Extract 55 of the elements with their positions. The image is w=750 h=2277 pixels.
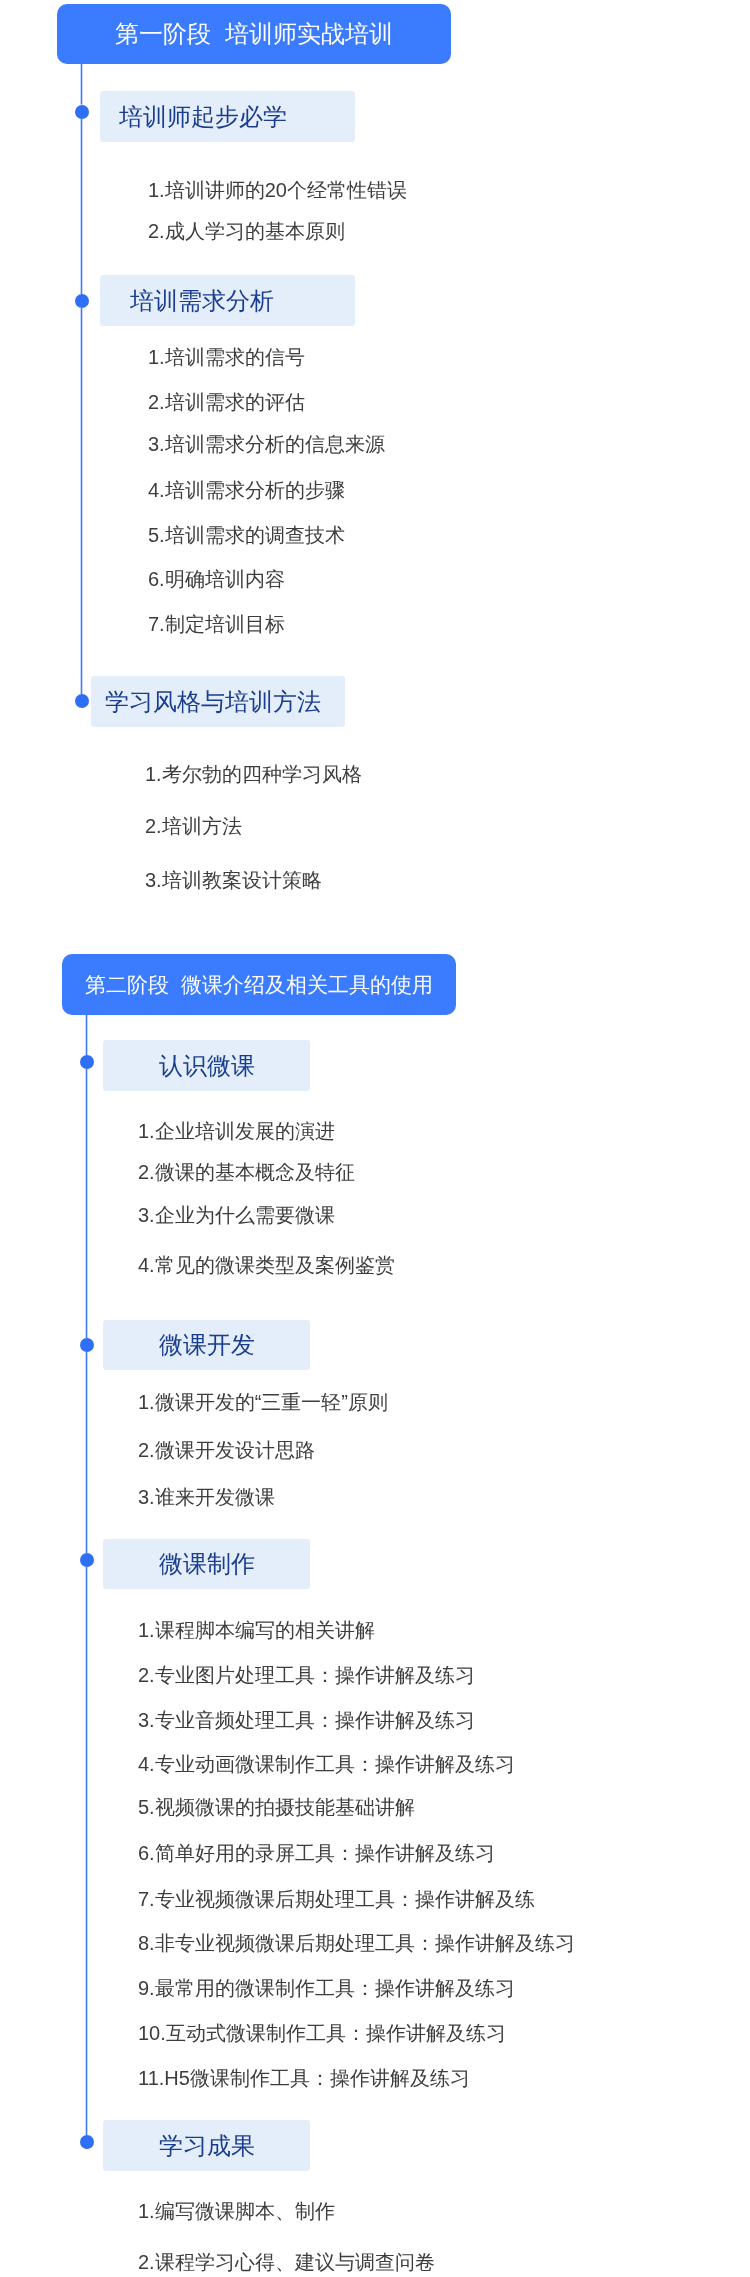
topic-item-text: 11.H5微课制作工具：操作讲解及练习 <box>138 2066 470 2091</box>
topic-item-text: 3.企业为什么需要微课 <box>138 1203 335 1228</box>
topic-item-text: 4.培训需求分析的步骤 <box>148 478 345 503</box>
topic-item-text: 1.培训讲师的20个经常性错误 <box>148 178 407 203</box>
timeline-dot <box>74 104 89 119</box>
section-heading-box: 微课开发 <box>103 1320 310 1370</box>
section-heading-box: 培训师起步必学 <box>100 91 355 142</box>
timeline-dot <box>79 1338 94 1352</box>
connector-line <box>80 63 83 106</box>
topic-item-text: 8.非专业视频微课后期处理工具：操作讲解及练习 <box>138 1931 575 1956</box>
topic-item-text: 6.明确培训内容 <box>148 567 285 592</box>
topic-item-text: 1.考尔勃的四种学习风格 <box>145 762 362 787</box>
section-heading-box: 学习风格与培训方法 <box>91 676 345 727</box>
topic-item-text: 1.编写微课脚本、制作 <box>138 2199 335 2224</box>
topic-item-text: 3.专业音频处理工具：操作讲解及练习 <box>138 1708 475 1733</box>
section-heading-box: 认识微课 <box>103 1040 310 1091</box>
timeline-dot <box>79 2135 94 2149</box>
connector-line <box>85 1014 88 1056</box>
topic-item-text: 2.微课开发设计思路 <box>138 1438 315 1463</box>
timeline-dot <box>74 694 89 708</box>
topic-item-text: 6.简单好用的录屏工具：操作讲解及练习 <box>138 1841 495 1866</box>
topic-item-text: 2.课程学习心得、建议与调查问卷 <box>138 2250 435 2275</box>
topic-item-text: 7.制定培训目标 <box>148 612 285 637</box>
topic-item-text: 10.互动式微课制作工具：操作讲解及练习 <box>138 2021 506 2046</box>
topic-item-text: 1.企业培训发展的演进 <box>138 1119 335 1144</box>
topic-item-text: 2.微课的基本概念及特征 <box>138 1160 355 1185</box>
timeline-dot <box>79 1055 94 1069</box>
topic-item-text: 4.专业动画微课制作工具：操作讲解及练习 <box>138 1752 515 1777</box>
topic-item-text: 2.培训需求的评估 <box>148 390 305 415</box>
connector-line <box>80 307 83 695</box>
section-heading-box: 微课制作 <box>103 1539 310 1589</box>
section-heading-box: 培训需求分析 <box>100 275 355 326</box>
topic-item-text: 9.最常用的微课制作工具：操作讲解及练习 <box>138 1976 515 2001</box>
connector-line <box>85 1351 88 1554</box>
stage-banner: 第一阶段 培训师实战培训 <box>57 4 451 64</box>
topic-item-text: 7.专业视频微课后期处理工具：操作讲解及练 <box>138 1887 535 1912</box>
section-heading-box: 学习成果 <box>103 2120 310 2171</box>
topic-item-text: 3.谁来开发微课 <box>138 1485 275 1510</box>
topic-item-text: 1.微课开发的“三重一轻”原则 <box>138 1390 388 1415</box>
connector-line <box>85 1068 88 1339</box>
timeline-dot <box>74 294 89 308</box>
topic-item-text: 5.视频微课的拍摄技能基础讲解 <box>138 1795 415 1820</box>
connector-line <box>85 1566 88 2136</box>
topic-item-text: 2.成人学习的基本原则 <box>148 219 345 244</box>
topic-item-text: 4.常见的微课类型及案例鉴赏 <box>138 1253 395 1278</box>
topic-item-text: 1.课程脚本编写的相关讲解 <box>138 1618 375 1643</box>
stage-banner: 第二阶段 微课介绍及相关工具的使用 <box>62 954 456 1015</box>
topic-item-text: 2.培训方法 <box>145 814 242 839</box>
topic-item-text: 2.专业图片处理工具：操作讲解及练习 <box>138 1663 475 1688</box>
topic-item-text: 3.培训教案设计策略 <box>145 868 322 893</box>
connector-line <box>80 117 83 295</box>
topic-item-text: 1.培训需求的信号 <box>148 345 305 370</box>
timeline-dot <box>79 1553 94 1567</box>
topic-item-text: 5.培训需求的调查技术 <box>148 523 345 548</box>
topic-item-text: 3.培训需求分析的信息来源 <box>148 432 385 457</box>
